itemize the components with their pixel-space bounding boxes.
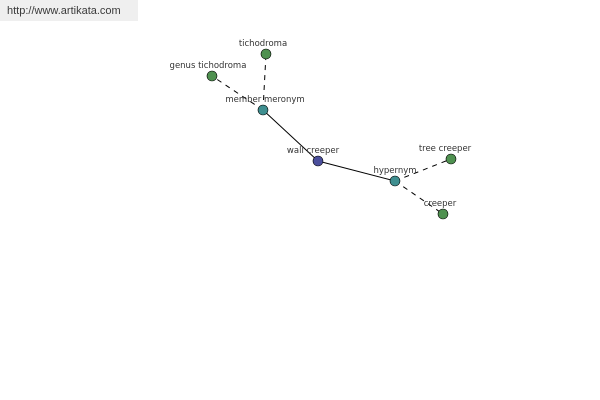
- edge-hypernym-to-creeper: [394, 180, 444, 215]
- edge-wall-creeper-to-hypernym: [317, 160, 396, 182]
- node-wall-creeper[interactable]: [312, 155, 324, 167]
- nodes-layer: [206, 48, 457, 220]
- node-tree-creeper[interactable]: [445, 153, 457, 165]
- node-label-tree-creeper[interactable]: tree creeper: [419, 144, 472, 154]
- watermark-banner: http://www.artikata.com: [0, 0, 138, 21]
- node-label-wall-creeper[interactable]: wall creeper: [287, 146, 340, 156]
- node-label-member-meronym[interactable]: member meronym: [225, 95, 304, 105]
- edges-layer: [211, 53, 452, 215]
- edge-hypernym-to-tree-creeper: [394, 158, 452, 182]
- node-label-tichodroma[interactable]: tichodroma: [239, 39, 287, 49]
- node-label-hypernym[interactable]: hypernym: [373, 166, 416, 176]
- node-member-meronym[interactable]: [257, 104, 269, 116]
- edge-wall-creeper-to-member-meronym: [262, 109, 319, 162]
- watermark-url[interactable]: http://www.artikata.com: [7, 5, 121, 17]
- node-creeper[interactable]: [437, 208, 449, 220]
- labels-layer: wall creeper member meronym hypernym tichod…: [170, 39, 472, 209]
- edge-member-meronym-to-genus-tichodroma: [211, 75, 264, 111]
- node-tichodroma[interactable]: [260, 48, 272, 60]
- node-hypernym[interactable]: [389, 175, 401, 187]
- node-genus-tichodroma[interactable]: [206, 70, 218, 82]
- node-label-genus-tichodroma[interactable]: genus tichodroma: [170, 61, 247, 71]
- node-label-creeper[interactable]: creeper: [424, 199, 457, 209]
